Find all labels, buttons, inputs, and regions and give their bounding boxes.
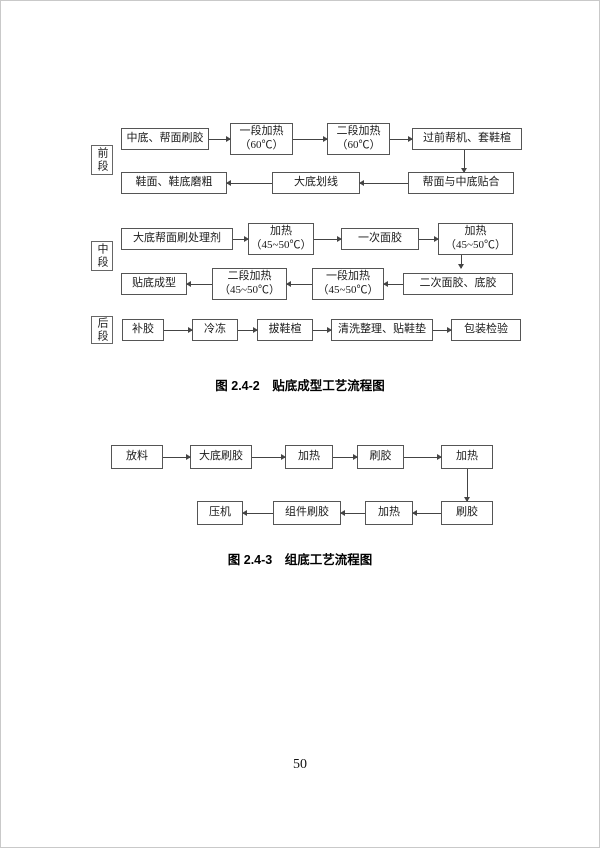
flow-node: 二次面胶、底胶 (403, 273, 513, 295)
arrow-left-icon (226, 180, 272, 186)
stage-label-middle: 中段 (91, 241, 113, 271)
flow-node: 加热 （45~50℃） (248, 223, 314, 255)
arrow-down-icon (461, 150, 467, 173)
arrow-right-icon (313, 327, 332, 333)
arrow-right-icon (252, 454, 286, 460)
flow-node: 一段加热 （45~50℃） (312, 268, 384, 300)
arrow-right-icon (404, 454, 442, 460)
arrow-down-icon (458, 255, 464, 269)
arrow-left-icon (186, 281, 212, 287)
flow-node: 一段加热 （60℃） (230, 123, 293, 155)
flow-node: 拔鞋楦 (257, 319, 313, 341)
figure-caption: 图 2.4-3 组底工艺流程图 (227, 553, 373, 567)
flow-node: 大底划线 (272, 172, 360, 194)
flow-node: 大底帮面刷处理剂 (121, 228, 233, 250)
flow-node: 压机 (197, 501, 243, 525)
flow-node: 鞋面、鞋底磨粗 (121, 172, 227, 194)
flow-node: 过前帮机、套鞋楦 (412, 128, 522, 150)
arrow-right-icon (163, 454, 191, 460)
flow-node: 加热 （45~50℃） (438, 223, 513, 255)
flow-node: 贴底成型 (121, 273, 187, 295)
flow-node: 大底刷胶 (190, 445, 252, 469)
flow-node: 加热 (285, 445, 333, 469)
flow-node: 补胶 (122, 319, 164, 341)
figure-caption: 图 2.4-2 贴底成型工艺流程图 (215, 379, 385, 393)
flow-node: 二段加热 （60℃） (327, 123, 390, 155)
arrow-right-icon (433, 327, 452, 333)
arrow-left-icon (359, 180, 408, 186)
arrow-right-icon (390, 136, 413, 142)
arrow-right-icon (419, 236, 439, 242)
arrow-right-icon (333, 454, 358, 460)
arrow-right-icon (293, 136, 328, 142)
flow-node: 组件刷胶 (273, 501, 341, 525)
arrow-right-icon (164, 327, 193, 333)
arrow-left-icon (242, 510, 273, 516)
arrow-right-icon (209, 136, 231, 142)
flow-node: 中底、帮面刷胶 (121, 128, 209, 150)
arrow-right-icon (314, 236, 342, 242)
arrow-left-icon (412, 510, 441, 516)
arrow-left-icon (286, 281, 312, 287)
page-number: 50 (293, 757, 307, 772)
arrow-left-icon (383, 281, 403, 287)
flow-node: 包装检验 (451, 319, 521, 341)
arrow-left-icon (340, 510, 365, 516)
stage-label-back: 后段 (91, 316, 113, 344)
arrow-right-icon (238, 327, 258, 333)
flow-node: 加热 (365, 501, 413, 525)
flow-node: 刷胶 (441, 501, 493, 525)
flow-node: 帮面与中底贴合 (408, 172, 514, 194)
flow-node: 二段加热 （45~50℃） (212, 268, 287, 300)
flow-node: 一次面胶 (341, 228, 419, 250)
flow-node: 冷冻 (192, 319, 238, 341)
flow-node: 刷胶 (357, 445, 404, 469)
flow-node: 加热 (441, 445, 493, 469)
arrow-right-icon (233, 236, 249, 242)
stage-label-front: 前段 (91, 145, 113, 175)
flow-node: 放料 (111, 445, 163, 469)
flow-node: 清洗整理、贴鞋垫 (331, 319, 433, 341)
arrow-down-icon (464, 469, 470, 502)
